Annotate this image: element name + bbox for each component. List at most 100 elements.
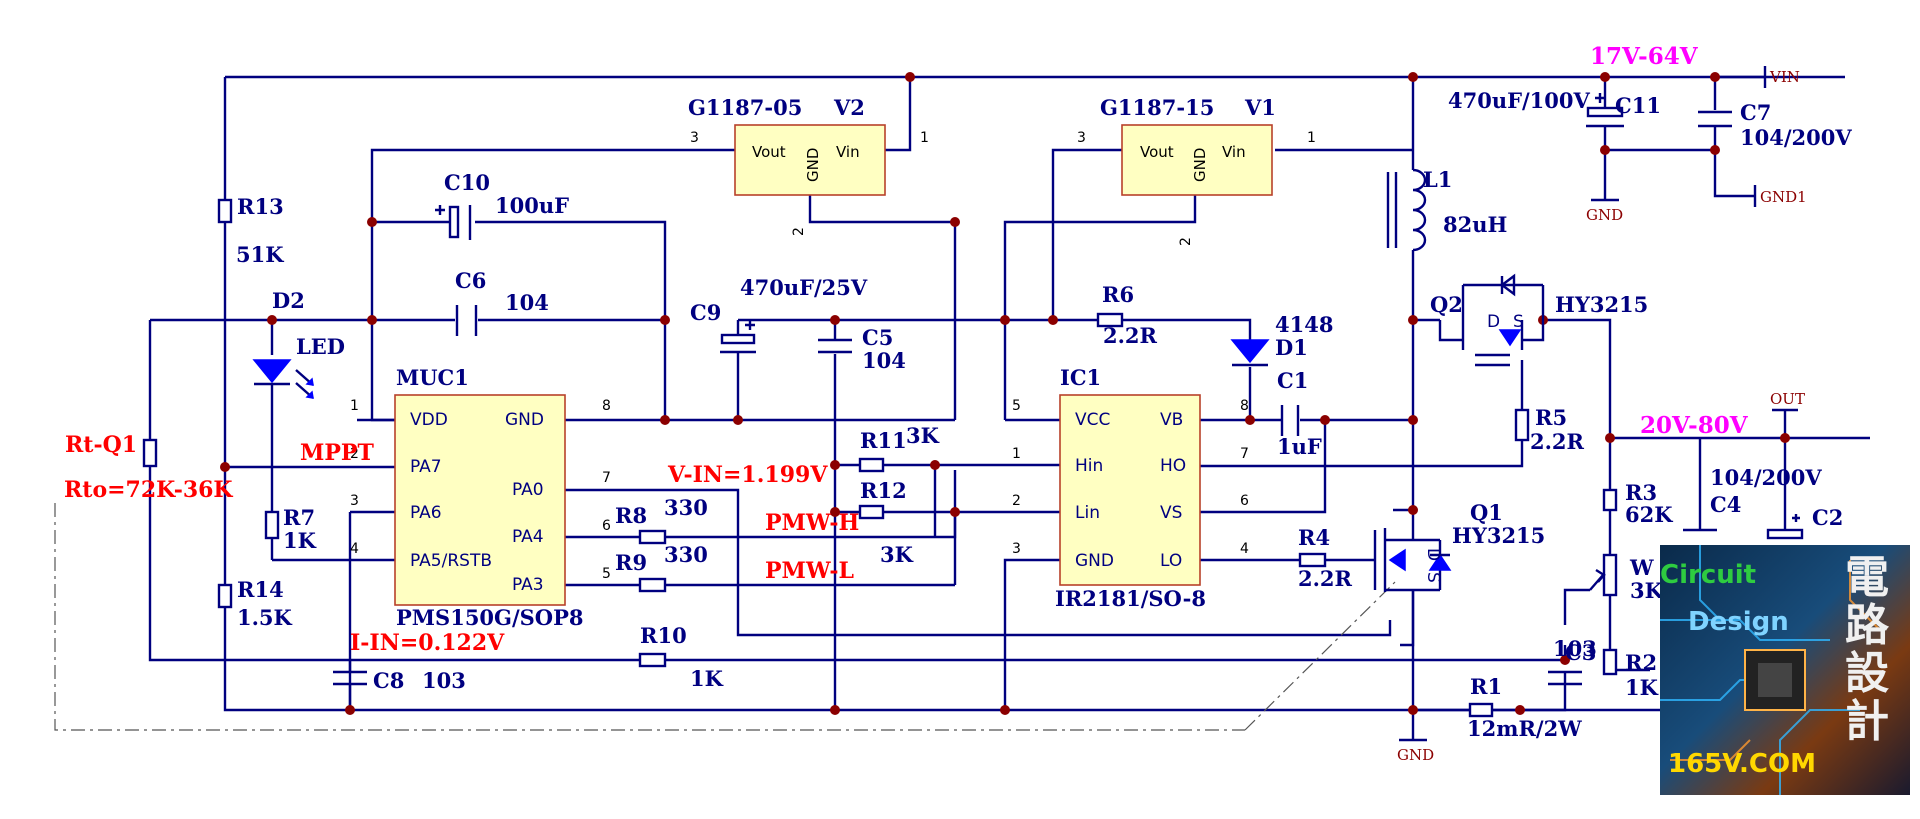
mcu-pinnum-1: 1 [350, 398, 359, 414]
v1-vout-pin: Vout [1140, 143, 1174, 161]
regulator-v1: Vout Vin GND G1187-15 V1 3 1 2 [1077, 95, 1316, 246]
badge-cn-1: 電 [1845, 552, 1889, 603]
resistor-r9 [638, 577, 667, 593]
v1-pin-1: 1 [1307, 130, 1316, 146]
d2-ref: D2 [272, 288, 305, 313]
c6-value: 104 [505, 290, 549, 315]
potentiometer-wiper-arrow [1595, 568, 1606, 583]
resistor-r6 [1096, 312, 1124, 328]
mcu-pin-pa6: PA6 [410, 503, 442, 523]
ic1-pinnum-7: 7 [1240, 446, 1249, 462]
c4-ref: C4 [1710, 492, 1741, 517]
dashed-outline [54, 503, 1396, 731]
c11-plus-sign [1595, 93, 1605, 103]
c2-ref: C2 [1812, 505, 1843, 530]
badge-word-design: Design [1688, 607, 1789, 637]
r12-ref: R12 [860, 478, 907, 503]
mcu-pinnum-8: 8 [602, 398, 611, 414]
input-voltage-range: 17V-64V [1590, 43, 1699, 70]
ic1-part-number: IR2181/SO-8 [1055, 586, 1206, 611]
c9-value: 470uF/25V [740, 275, 868, 300]
mcu-pinnum-5: 5 [602, 566, 611, 582]
ic1-pin-vb: VB [1160, 410, 1183, 430]
r11-value: 3K [906, 423, 940, 448]
diode-d1-body [1230, 339, 1270, 364]
r9-ref: R9 [615, 550, 647, 575]
r13-ref: R13 [237, 194, 284, 219]
c5-ref: C5 [862, 325, 893, 350]
c1-value: 1uF [1277, 434, 1322, 459]
mcu-pinnum-6: 6 [602, 518, 611, 534]
ic1-pin-vcc: VCC [1075, 410, 1110, 430]
badge-word-circuit: Circuit [1660, 560, 1756, 590]
r13-value: 51K [236, 242, 284, 267]
diodes [252, 339, 1270, 399]
r5-value: 2.2R [1530, 429, 1585, 454]
r8-value: 330 [664, 495, 708, 520]
v1-pin-3: 3 [1077, 130, 1086, 146]
c11-ref: C11 [1615, 93, 1661, 118]
mcu-pinnum-2: 2 [350, 446, 359, 462]
r10-ref: R10 [640, 623, 687, 648]
iin-measurement: I-IN=0.122V [350, 630, 505, 656]
c7-value: 104/200V [1740, 125, 1852, 150]
v1-part-number: G1187-15 [1100, 95, 1214, 120]
resistor-r14 [217, 583, 233, 609]
ic1-pinnum-6: 6 [1240, 493, 1249, 509]
resistor-r12 [858, 504, 885, 520]
v1-gnd-pin: GND [1191, 148, 1209, 182]
capacitor-c3 [1548, 670, 1582, 686]
mcu-pin-pa3: PA3 [512, 575, 544, 595]
c3-ref: C3 [1565, 640, 1596, 665]
r12-value: 3K [880, 542, 914, 567]
capacitor-c10-plate-a [448, 205, 460, 239]
mcu-pin-pa0: PA0 [512, 480, 544, 500]
ic1-pin-vs: VS [1160, 503, 1182, 523]
c3-value: 103 [1553, 636, 1597, 661]
c9-plus-sign [745, 320, 755, 330]
capacitor-c8 [333, 670, 367, 686]
r4-value: 2.2R [1298, 566, 1353, 591]
inductor-l1 [1386, 168, 1427, 252]
r2-value: 1K [1625, 675, 1659, 700]
ic1-pin-lin: Lin [1075, 503, 1100, 523]
pwm-h-label: PMW-H [765, 510, 859, 536]
rt-q1-label: Rt-Q1 [65, 432, 137, 458]
resistor-r8 [638, 529, 667, 545]
junction-dots [220, 72, 1790, 715]
resistor-r1 [1468, 702, 1494, 718]
v2-reference: V2 [833, 95, 865, 120]
mcu-pin-pa5: PA5/RSTB [410, 551, 492, 571]
ic1-reference: IC1 [1060, 365, 1101, 390]
q2-source-label: S [1513, 312, 1524, 332]
r5-ref: R5 [1535, 405, 1567, 430]
ic1-pinnum-2: 2 [1012, 493, 1021, 509]
c1-ref: C1 [1277, 368, 1308, 393]
vin-port-label: VIN [1769, 68, 1800, 86]
resistor-r3 [1602, 488, 1618, 512]
c7-ref: C7 [1740, 100, 1771, 125]
ic1-pin-lo: LO [1160, 551, 1182, 571]
r6-ref: R6 [1102, 282, 1134, 307]
r4-ref: R4 [1298, 525, 1330, 550]
power-ports: VIN GND1 GND GND OUT [1397, 66, 1807, 764]
mcu-pin-pa4: PA4 [512, 527, 544, 547]
ic1-pinnum-1: 1 [1012, 446, 1021, 462]
capacitors [333, 93, 1804, 686]
capacitor-c7 [1698, 110, 1732, 128]
pwm-l-label: PMW-L [765, 558, 854, 584]
resistors [142, 198, 1618, 718]
gnd-top-label: GND [1586, 206, 1623, 224]
badge-cn-4: 計 [1845, 696, 1889, 747]
mcu-pinnum-4: 4 [350, 541, 359, 557]
c10-ref: C10 [444, 170, 490, 195]
capacitor-c6 [455, 305, 478, 336]
mcu-reference: MUC1 [396, 365, 469, 390]
l1-value: 82uH [1443, 212, 1507, 237]
capacitor-c9-plate-a [720, 333, 756, 345]
ic1-pinnum-4: 4 [1240, 541, 1249, 557]
capacitor-c1 [1280, 405, 1300, 436]
r14-ref: R14 [237, 577, 284, 602]
v2-pin-1: 1 [920, 130, 929, 146]
mcu-pin-gnd: GND [505, 410, 544, 430]
